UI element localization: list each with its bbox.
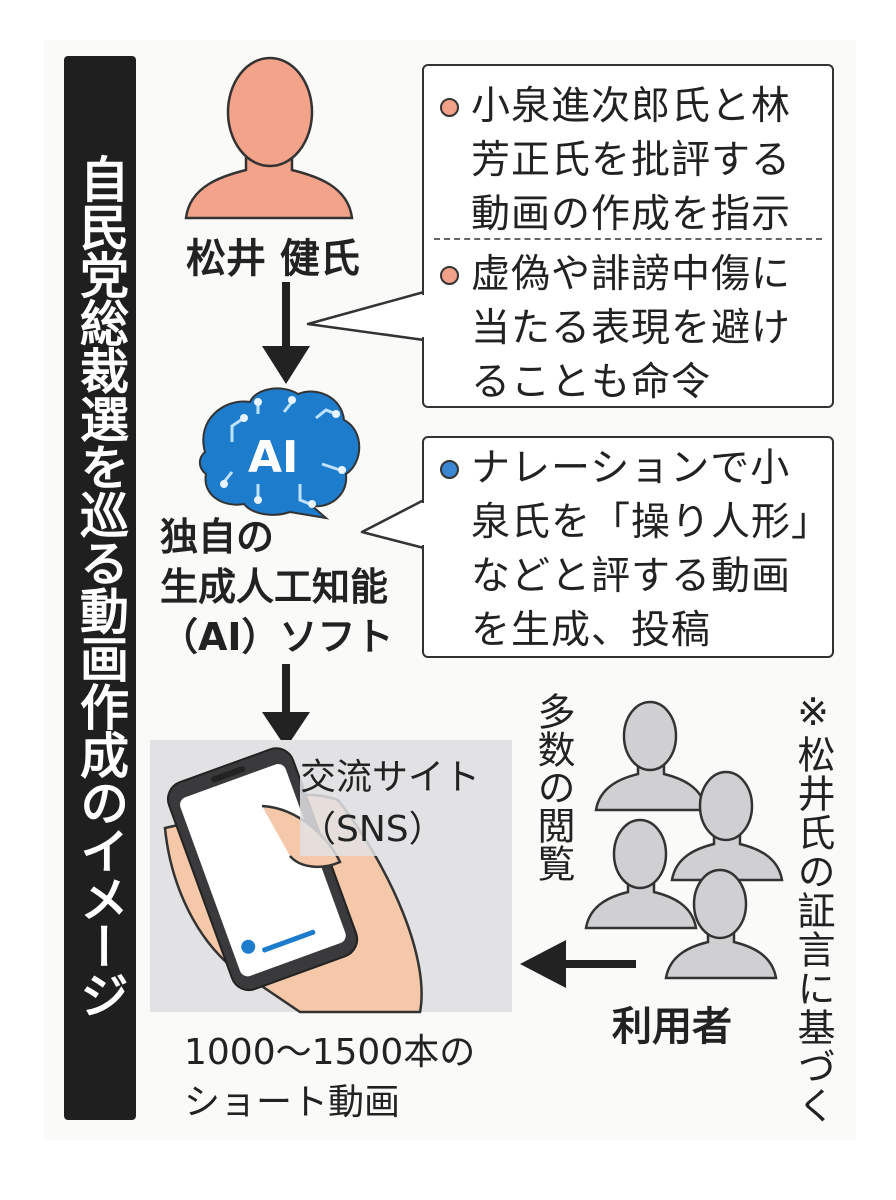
ai-badge: AI (248, 432, 299, 483)
pointer-join (421, 295, 427, 337)
ai-output-text: ナレーションで小 泉氏を「操り人形」 などと評する動画 を生成、投稿 (471, 446, 832, 653)
order-text: 虚偽や誹謗中傷に 当たる表現を避け ることも命令 (471, 252, 792, 405)
users-label: 利用者 (612, 1004, 732, 1050)
sns-label: 交流サイト （SNS） (300, 752, 481, 856)
divider (434, 238, 822, 240)
pointer-join (421, 503, 427, 545)
title-bar: 自民党総裁選を巡る動画作成のイメージ (64, 56, 136, 1120)
instruction-text: 小泉進次郎氏と林 芳正氏を批評する 動画の作成を指示 (471, 84, 792, 237)
many-views-label: 多数の閲覧 (531, 692, 575, 882)
ai-output-box: ナレーションで小 泉氏を「操り人形」 などと評する動画 を生成、投稿 (422, 436, 834, 658)
bullet-dot (440, 460, 459, 479)
figure-title: 自民党総裁選を巡る動画作成のイメージ (72, 154, 129, 1018)
videos-label: 1000～1500本の ショート動画 (184, 1032, 476, 1123)
bullet-dot (440, 98, 459, 117)
ai-software-label: 独自の 生成人工知能 （AI）ソフト (160, 515, 394, 659)
bullet-dot (440, 266, 459, 285)
instruction-box: 小泉進次郎氏と林 芳正氏を批評する 動画の作成を指示 虚偽や誹謗中傷に 当たる表… (422, 64, 834, 408)
source-note: ※松井氏の証言に基づく (791, 690, 835, 1125)
person-name: 松井 健氏 (186, 236, 360, 282)
